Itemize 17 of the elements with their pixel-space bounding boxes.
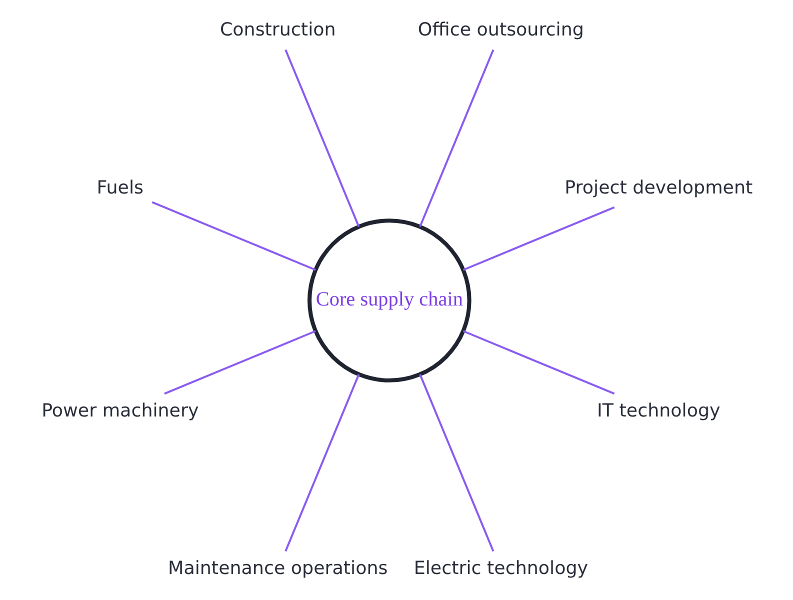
node-text: Power machinery [41,400,198,421]
connector [418,374,494,552]
connector [462,330,614,394]
node-text: Construction [219,19,336,40]
node-text: Fuels [96,176,144,198]
connector [462,206,614,270]
connector [164,330,316,394]
node-text: Project development [564,176,752,198]
node-text: Electric technology [413,558,588,579]
node-text: IT technology [596,400,720,421]
node-text: Maintenance operations [168,558,388,579]
node-circle: Core supply chain [306,218,471,382]
connector [418,48,494,226]
connector [284,374,360,552]
connector [284,48,360,226]
node-text: Office outsourcing [417,19,584,40]
connector [151,200,316,270]
